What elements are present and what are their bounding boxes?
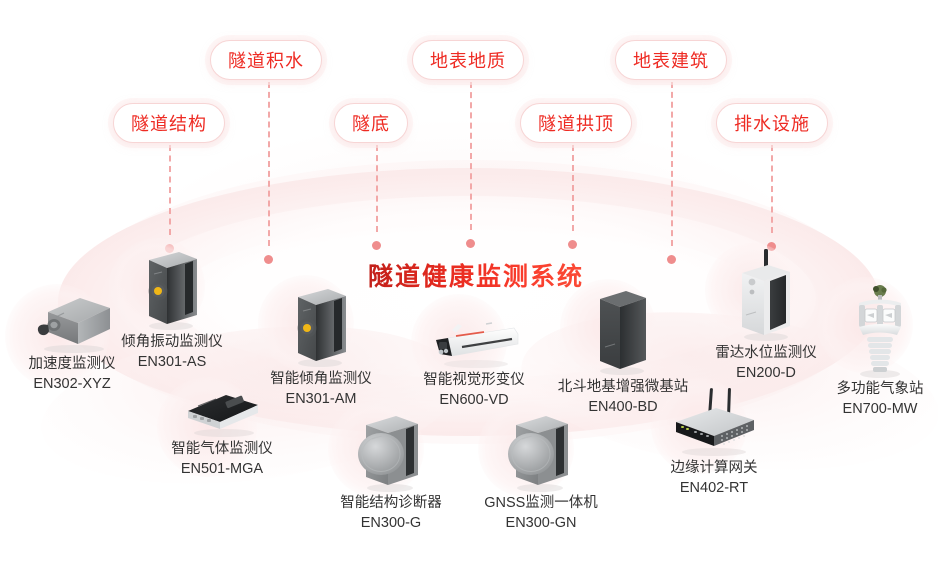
- device-caption: 智能倾角监测仪 EN301-AM: [270, 369, 372, 409]
- device-node-radar[interactable]: 雷达水位监测仪 EN200-D: [681, 243, 851, 383]
- tag-pill-7[interactable]: 排水设施: [716, 103, 828, 143]
- device-name: 雷达水位监测仪: [715, 345, 817, 361]
- device-node-struct[interactable]: 智能结构诊断器 EN300-G: [306, 401, 476, 533]
- device-name: 智能视觉形变仪: [423, 372, 525, 388]
- device-name: 边缘计算网关: [670, 460, 758, 476]
- device-caption: 智能气体监测仪 EN501-MGA: [171, 439, 273, 479]
- device-model: EN600-VD: [439, 392, 509, 408]
- device-caption: 北斗地基增强微基站 EN400-BD: [558, 377, 689, 417]
- sensor-box-yellow-icon: [297, 289, 346, 367]
- device-caption: 加速度监测仪 EN302-XYZ: [29, 354, 116, 394]
- connector-line-7: [771, 145, 773, 233]
- connector-line-4: [470, 82, 472, 230]
- device-artwork: [845, 283, 915, 379]
- device-caption: 智能视觉形变仪 EN600-VD: [423, 370, 525, 410]
- device-model: EN402-RT: [679, 480, 749, 496]
- device-name: GNSS监测一体机: [484, 495, 598, 511]
- connector-line-6: [671, 82, 673, 246]
- device-model: EN302-XYZ: [33, 376, 111, 392]
- connector-line-5: [572, 145, 574, 231]
- device-caption: 倾角振动监测仪 EN301-AS: [121, 332, 223, 372]
- device-node-accel[interactable]: 加速度监测仪 EN302-XYZ: [0, 284, 157, 394]
- tower-box-icon: [600, 291, 646, 375]
- device-artwork: [178, 389, 266, 439]
- tag-pill-4[interactable]: 地表地质: [412, 40, 524, 80]
- connector-line-3: [376, 145, 378, 232]
- tag-pill-label: 地表建筑: [633, 51, 709, 71]
- connector-line-1: [169, 145, 171, 235]
- device-artwork: [30, 292, 114, 354]
- tag-pill-2[interactable]: 隧道积水: [210, 40, 322, 80]
- device-node-incsmart[interactable]: 智能倾角监测仪 EN301-AM: [236, 275, 406, 409]
- radar-box-icon: [742, 249, 790, 341]
- tag-pill-label: 隧底: [352, 114, 390, 134]
- tag-pill-5[interactable]: 隧道拱顶: [520, 103, 632, 143]
- device-model: EN301-AM: [285, 391, 357, 407]
- disc-box-icon: [358, 416, 418, 492]
- tag-pill-3[interactable]: 隧底: [334, 103, 408, 143]
- device-node-beidou[interactable]: 北斗地基增强微基站 EN400-BD: [538, 279, 708, 417]
- connector-line-2: [268, 82, 270, 246]
- connector-dot-2: [264, 255, 273, 264]
- device-artwork: [504, 409, 578, 493]
- device-artwork: [592, 285, 654, 377]
- bullet-camera-icon: [436, 322, 519, 368]
- device-name: 智能倾角监测仪: [270, 371, 372, 387]
- device-node-gas[interactable]: 智能气体监测仪 EN501-MGA: [137, 377, 307, 479]
- device-node-gateway[interactable]: 边缘计算网关 EN402-RT: [629, 378, 799, 498]
- device-artwork: [141, 246, 203, 332]
- connector-dot-6: [667, 255, 676, 264]
- device-model: EN301-AS: [137, 354, 207, 370]
- connector-dot-3: [372, 241, 381, 250]
- device-model: EN700-MW: [842, 401, 918, 417]
- device-model: EN300-GN: [505, 515, 577, 531]
- device-caption: 多功能气象站 EN700-MW: [837, 379, 924, 419]
- device-name: 智能结构诊断器: [340, 495, 442, 511]
- device-name: 加速度监测仪: [28, 356, 116, 372]
- device-artwork: [426, 318, 522, 370]
- device-name: 智能气体监测仪: [171, 441, 273, 457]
- tag-pill-label: 隧道结构: [131, 114, 207, 134]
- tag-pill-label: 地表地质: [430, 51, 506, 71]
- device-model: EN200-D: [736, 365, 796, 381]
- tag-pill-6[interactable]: 地表建筑: [615, 40, 727, 80]
- device-node-vision[interactable]: 智能视觉形变仪 EN600-VD: [389, 294, 559, 410]
- device-artwork: [354, 409, 428, 493]
- disc-box-icon: [508, 416, 568, 492]
- device-node-weather[interactable]: 多功能气象站 EN700-MW: [795, 277, 938, 419]
- accelerometer-box-icon: [37, 298, 110, 353]
- device-name: 多功能气象站: [836, 381, 924, 397]
- device-artwork: [290, 283, 352, 369]
- device-halo: [157, 377, 257, 477]
- device-model: EN300-G: [360, 515, 422, 531]
- tag-pill-1[interactable]: 隧道结构: [113, 103, 225, 143]
- connector-dot-5: [568, 240, 577, 249]
- device-model: EN400-BD: [588, 399, 658, 415]
- device-caption: 边缘计算网关 EN402-RT: [671, 458, 758, 498]
- flat-black-box-icon: [188, 395, 258, 437]
- device-node-gnss[interactable]: GNSS监测一体机 EN300-GN: [456, 401, 626, 533]
- connector-dot-4: [466, 239, 475, 248]
- tag-pill-label: 隧道拱顶: [538, 114, 614, 134]
- sensor-box-yellow-icon: [148, 252, 197, 330]
- page-title: 隧道健康监测系统: [368, 257, 584, 293]
- weather-station-icon: [859, 285, 901, 378]
- device-caption: 智能结构诊断器 EN300-G: [340, 493, 442, 533]
- tag-pill-label: 排水设施: [734, 114, 810, 134]
- device-caption: GNSS监测一体机 EN300-GN: [484, 493, 598, 533]
- device-name: 倾角振动监测仪: [121, 334, 223, 350]
- device-artwork: [734, 247, 798, 343]
- tag-pill-label: 隧道积水: [228, 51, 304, 71]
- device-caption: 雷达水位监测仪 EN200-D: [715, 343, 817, 383]
- device-name: 北斗地基增强微基站: [557, 379, 689, 395]
- device-model: EN501-MGA: [180, 461, 264, 477]
- device-node-incvib[interactable]: 倾角振动监测仪 EN301-AS: [87, 238, 257, 372]
